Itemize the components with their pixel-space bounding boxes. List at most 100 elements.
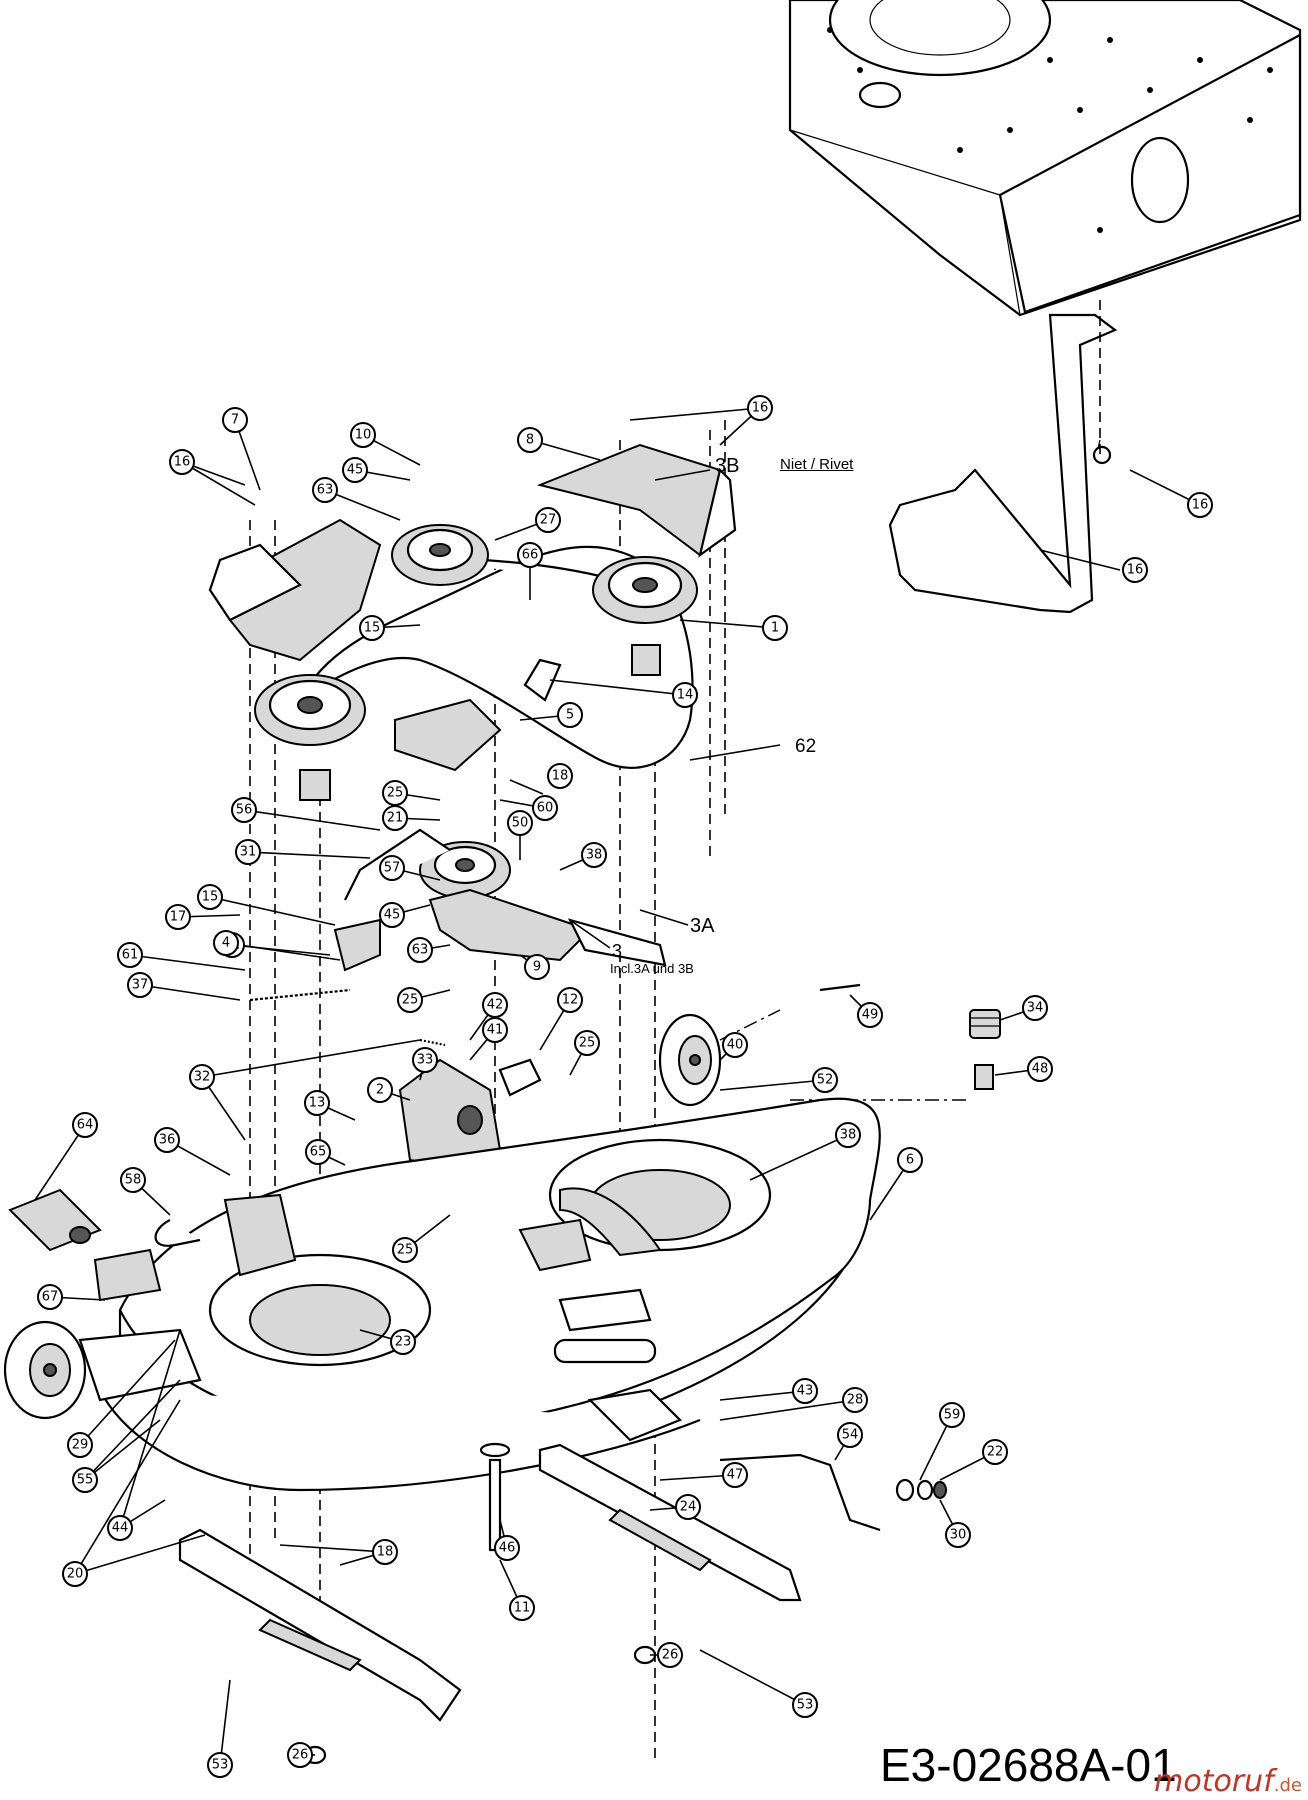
callout-circle — [507, 810, 533, 836]
callout-circle — [372, 1539, 398, 1565]
callout-58: 58 — [120, 1167, 146, 1193]
hook-58 — [154, 1219, 201, 1247]
callout-circle — [657, 1642, 683, 1668]
callout-25: 25 — [392, 1237, 418, 1263]
callout-26: 26 — [287, 1742, 313, 1768]
callout-circle — [165, 904, 191, 930]
callout-27: 27 — [535, 507, 561, 533]
callout-33: 33 — [412, 1047, 438, 1073]
callout-circle — [392, 1237, 418, 1263]
callout-circle — [390, 1329, 416, 1355]
gauge-wheel-right — [658, 1013, 722, 1107]
callout-11: 11 — [509, 1595, 535, 1621]
pulley-idler — [419, 841, 511, 899]
gauge-wheel-left — [3, 1320, 202, 1420]
watermark-text: motoruf — [1154, 1764, 1274, 1799]
callout-15: 15 — [197, 884, 223, 910]
label-62: 62 — [795, 736, 816, 757]
callout-13: 13 — [304, 1090, 330, 1116]
callout-66: 66 — [517, 542, 543, 568]
callout-circle — [812, 1067, 838, 1093]
callout-number: 25 — [397, 1243, 414, 1258]
callout-36: 36 — [154, 1127, 180, 1153]
callout-circle — [517, 542, 543, 568]
callout-number: 4 — [222, 936, 230, 951]
callout-57: 57 — [379, 855, 405, 881]
callout-number: 59 — [944, 1408, 961, 1423]
callout-number: 64 — [77, 1118, 94, 1133]
callout-circle — [939, 1402, 965, 1428]
callout-61: 61 — [117, 942, 143, 968]
callout-number: 7 — [231, 413, 239, 428]
callout-9: 9 — [524, 954, 550, 980]
callout-number: 29 — [72, 1438, 89, 1453]
callout-number: 1 — [771, 621, 779, 636]
lift-rod — [888, 313, 1118, 614]
callout-number: 17 — [170, 910, 187, 925]
callout-circle — [235, 839, 261, 865]
callout-circle — [1122, 557, 1148, 583]
callout-42: 42 — [482, 992, 508, 1018]
callout-5: 5 — [557, 702, 583, 728]
callout-circle — [72, 1112, 98, 1138]
callout-circle — [169, 449, 195, 475]
callout-number: 25 — [387, 786, 404, 801]
callout-4: 4 — [213, 930, 239, 956]
callout-15: 15 — [359, 615, 385, 641]
callout-circle — [675, 1494, 701, 1520]
callout-circle — [312, 477, 338, 503]
callout-46: 46 — [494, 1535, 520, 1561]
pulley-left — [254, 674, 366, 801]
callout-circle — [67, 1432, 93, 1458]
callout-circle — [509, 1595, 535, 1621]
idler-bracket — [428, 888, 592, 962]
callout-circle — [189, 1064, 215, 1090]
callout-circle — [379, 902, 405, 928]
callout-38: 38 — [835, 1122, 861, 1148]
callout-32: 32 — [189, 1064, 215, 1090]
plate-67 — [93, 1248, 162, 1302]
callout-28: 28 — [842, 1387, 868, 1413]
callout-38: 38 — [581, 842, 607, 868]
callout-number: 16 — [1127, 563, 1144, 578]
callout-48: 48 — [1027, 1056, 1053, 1082]
callout-number: 18 — [552, 769, 569, 784]
callout-circle — [557, 987, 583, 1013]
callout-number: 45 — [347, 463, 364, 478]
callout-number: 52 — [817, 1073, 834, 1088]
callout-50: 50 — [507, 810, 533, 836]
callout-number: 13 — [309, 1096, 326, 1111]
callout-number: 12 — [562, 993, 579, 1008]
callout-22: 22 — [982, 1439, 1008, 1465]
callout-23: 23 — [390, 1329, 416, 1355]
callout-circle — [62, 1561, 88, 1587]
callout-number: 33 — [417, 1053, 434, 1068]
callout-number: 32 — [194, 1070, 211, 1085]
callout-number: 26 — [292, 1748, 309, 1763]
callout-circle — [213, 930, 239, 956]
callout-number: 24 — [680, 1500, 697, 1515]
callout-number: 14 — [677, 688, 694, 703]
callout-7: 7 — [222, 407, 248, 433]
callout-number: 48 — [1032, 1062, 1049, 1077]
callout-number: 25 — [402, 993, 419, 1008]
bolt-49 — [819, 983, 861, 992]
callout-number: 45 — [384, 908, 401, 923]
callout-number: 6 — [906, 1153, 914, 1168]
callout-number: 25 — [579, 1036, 596, 1051]
callout-2: 2 — [367, 1077, 393, 1103]
label-3a: 3A — [690, 915, 715, 937]
callout-circle — [482, 1017, 508, 1043]
callout-circle — [494, 1535, 520, 1561]
spindle-bolt-11 — [488, 1458, 502, 1552]
callout-number: 61 — [122, 948, 139, 963]
callout-number: 38 — [840, 1128, 857, 1143]
callout-circle — [524, 954, 550, 980]
callout-number: 10 — [355, 428, 372, 443]
callout-49: 49 — [857, 1002, 883, 1028]
callout-circle — [127, 972, 153, 998]
callout-55: 55 — [72, 1467, 98, 1493]
callout-circle — [1022, 995, 1048, 1021]
callout-number: 5 — [566, 708, 574, 723]
